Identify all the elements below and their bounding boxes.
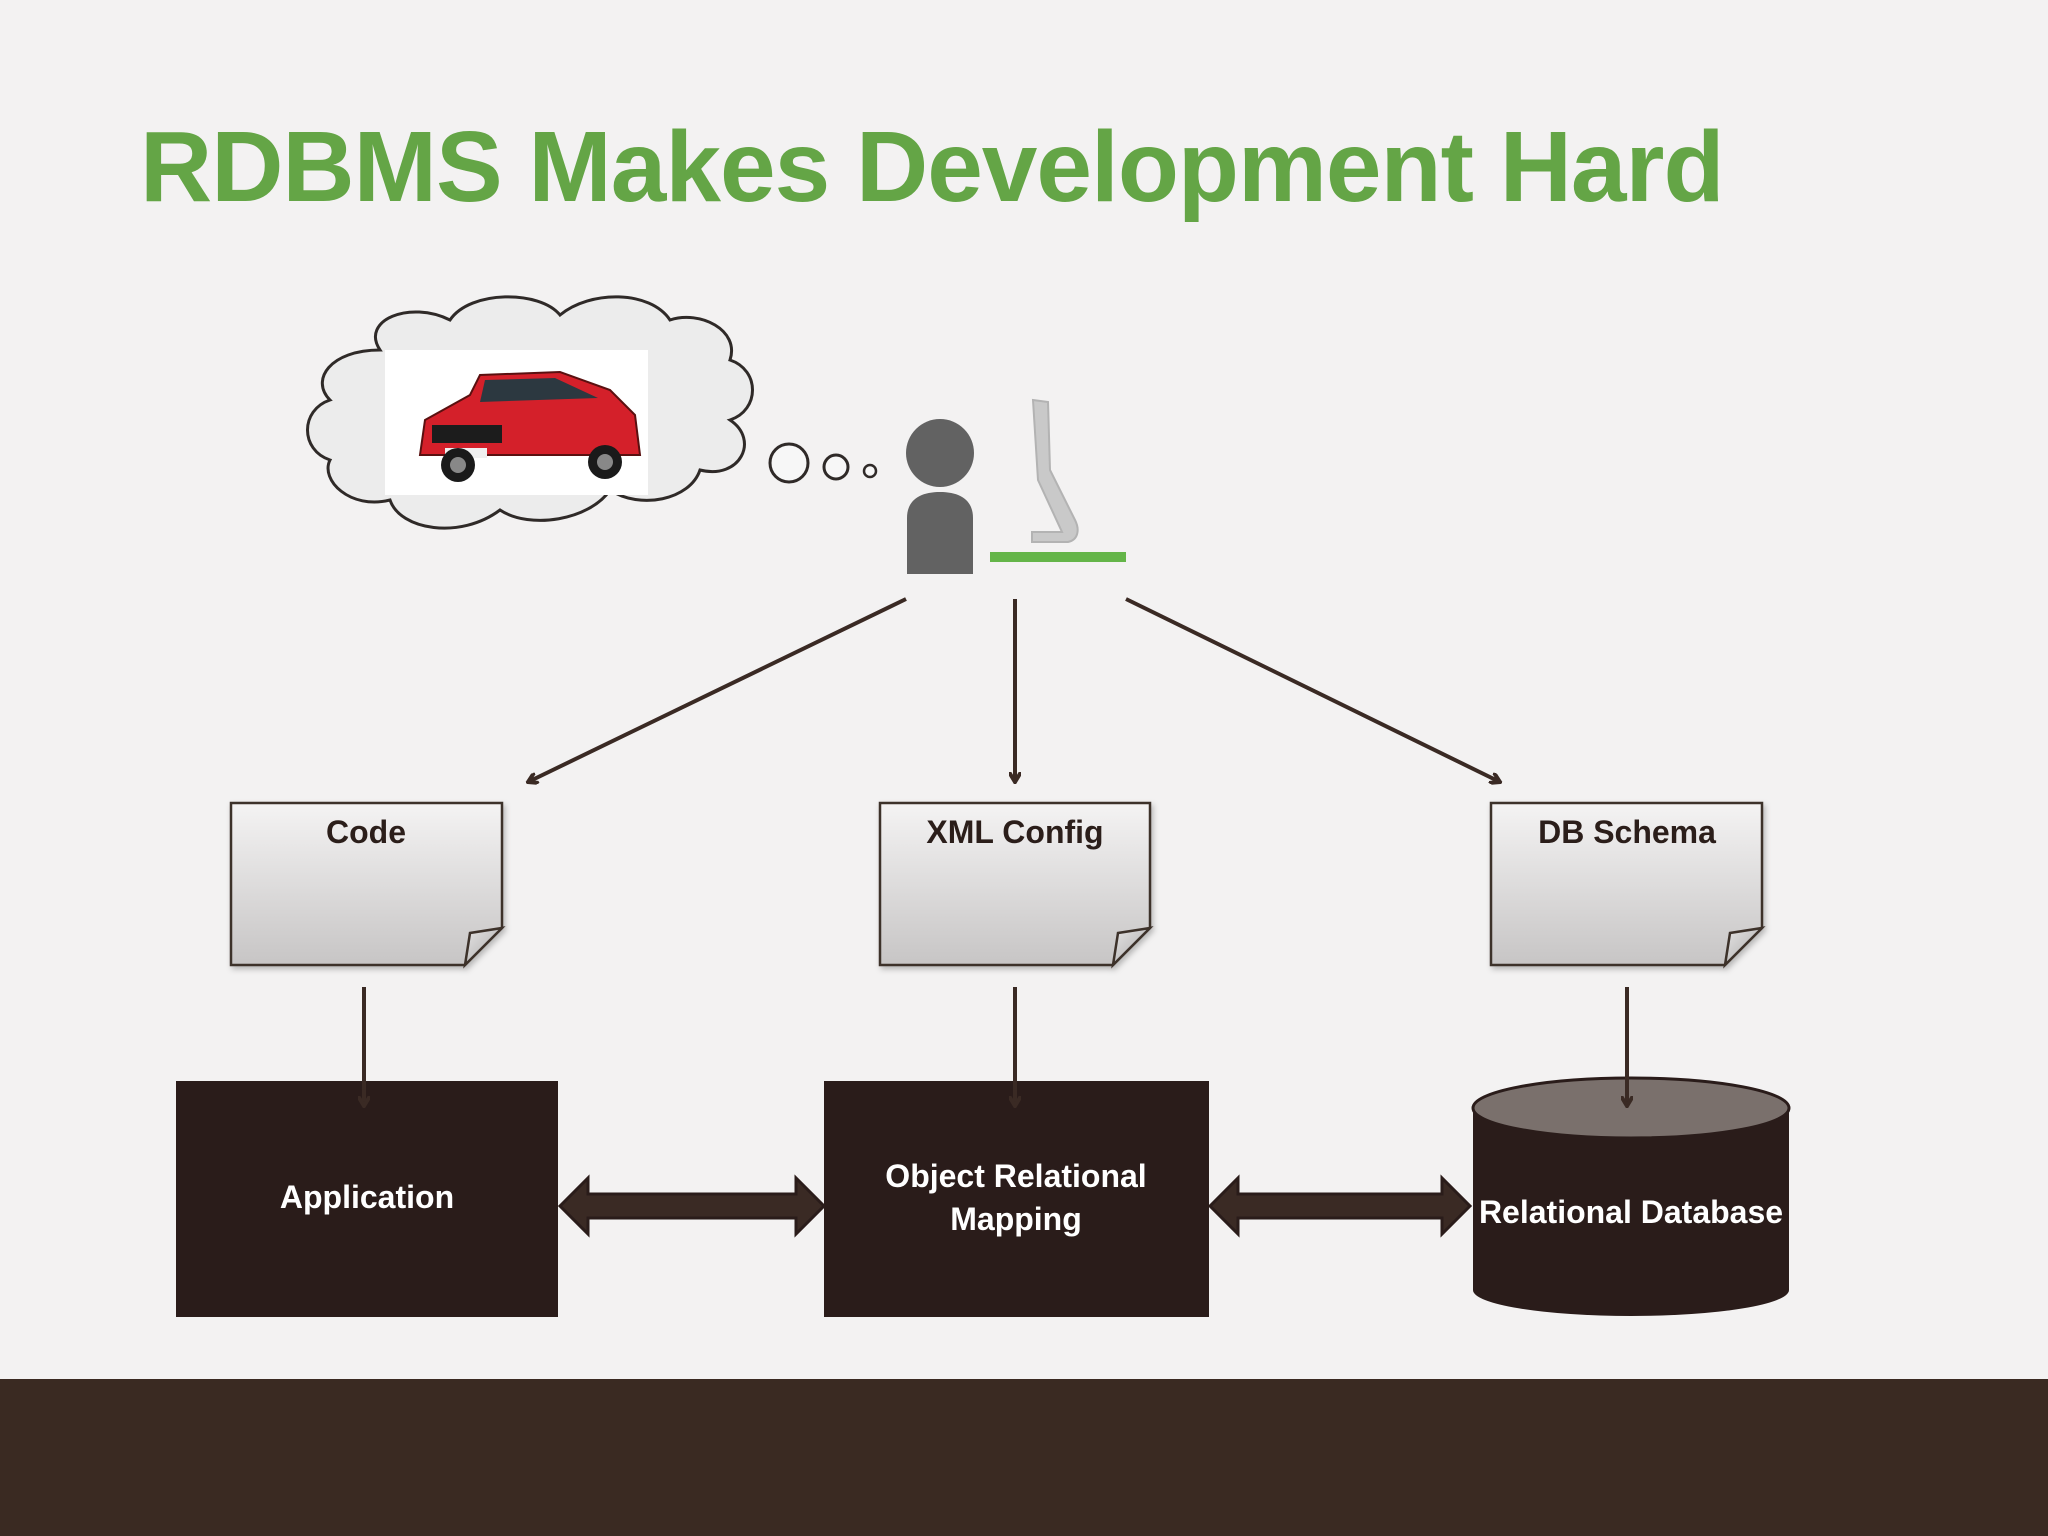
orm-label-line1: Object Relational: [885, 1158, 1146, 1194]
doc-code: [229, 801, 506, 969]
arrow-orm-database: [1207, 1174, 1473, 1238]
database-top: [1471, 1076, 1791, 1140]
arrow-application-orm: [557, 1174, 827, 1238]
doc-db-schema: [1489, 801, 1766, 969]
desk-line: [990, 552, 1126, 562]
orm-box: [824, 1081, 1209, 1317]
car-icon: [418, 370, 642, 482]
orm-label-line2: Mapping: [950, 1201, 1082, 1237]
doc-xml-config-label: XML Config: [926, 814, 1103, 850]
slide-title: RDBMS Makes Development Hard: [140, 111, 1725, 223]
person-to-docs-arrows: [528, 597, 1500, 782]
car-thought-bubble-icon: [306, 295, 878, 530]
arrow-to-code: [528, 597, 907, 782]
arrow-to-db-schema: [1125, 597, 1500, 782]
footer-bar: [0, 1379, 2048, 1536]
doc-code-label: Code: [326, 814, 406, 850]
application-box: [176, 1081, 558, 1317]
database-cylinder: [1471, 1076, 1791, 1316]
monitor-icon: [990, 398, 1126, 562]
database-label: Relational Database: [1479, 1194, 1783, 1230]
thought-dot-small: [862, 463, 878, 479]
application-label: Application: [280, 1179, 454, 1215]
docs-to-components-arrows: [364, 987, 1627, 1106]
doc-xml-config: [878, 801, 1154, 969]
thought-dot-medium: [822, 453, 850, 481]
doc-db-schema-label: DB Schema: [1538, 814, 1716, 850]
thought-dot-large: [768, 442, 810, 484]
developer-person-icon: [906, 419, 974, 574]
